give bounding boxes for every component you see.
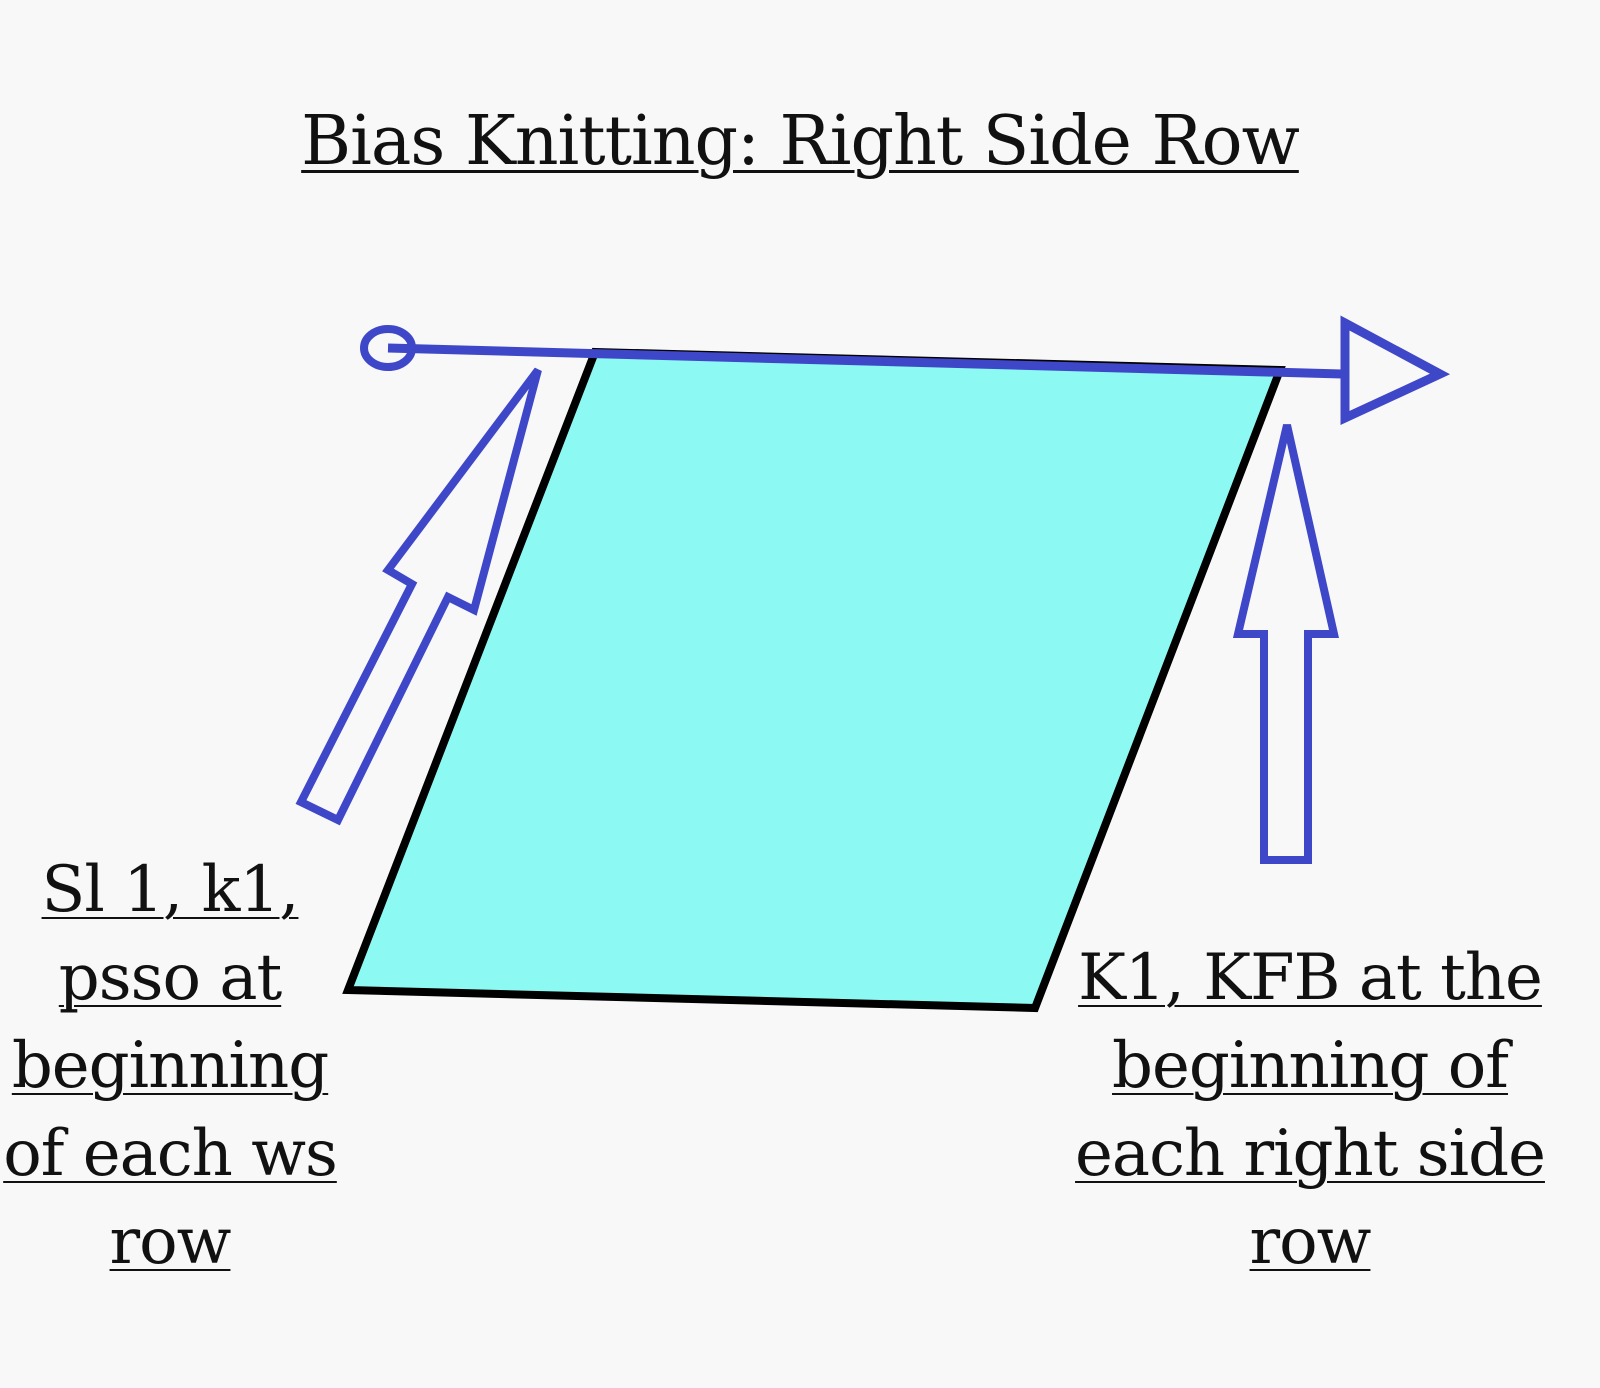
left-label-text: psso at	[58, 941, 282, 1015]
right-label-line: each right side	[1060, 1110, 1560, 1198]
left-label-text: Sl 1, k1,	[41, 853, 300, 927]
left-label-line: beginning	[0, 1022, 340, 1110]
left-label-text: beginning	[11, 1029, 329, 1103]
right-edge-increase-arrow-icon	[1232, 424, 1339, 864]
right-label-text: beginning of	[1112, 1029, 1509, 1103]
row-direction-arrow-icon	[360, 315, 1451, 426]
left-label-line: psso at	[0, 934, 340, 1022]
right-label-line: beginning of	[1060, 1022, 1560, 1110]
right-label-text: row	[1249, 1205, 1372, 1279]
diagram-title: Bias Knitting: Right Side Row	[0, 108, 1600, 176]
knitted-fabric-parallelogram	[342, 347, 1286, 1013]
left-edge-decrease-arrow-icon	[295, 367, 542, 826]
right-label-text: K1, KFB at the	[1078, 941, 1543, 1015]
left-label-line: of each ws	[0, 1110, 340, 1198]
left-label-text: of each ws	[3, 1117, 338, 1191]
right-label-text: each right side	[1075, 1117, 1546, 1191]
row-direction-line	[387, 343, 1343, 379]
row-direction-triangle-head-icon	[1340, 315, 1451, 426]
right-label-line: K1, KFB at the	[1060, 934, 1560, 1022]
left-label-line: Sl 1, k1,	[0, 846, 340, 934]
left-label-text: row	[109, 1205, 232, 1279]
left-label-line: row	[0, 1198, 340, 1286]
title-text: Bias Knitting: Right Side Row	[301, 102, 1300, 181]
right-label-line: row	[1060, 1198, 1560, 1286]
right-edge-instruction: K1, KFB at the beginning of each right s…	[1060, 934, 1560, 1286]
left-edge-instruction: Sl 1, k1, psso at beginning of each ws r…	[0, 846, 340, 1286]
